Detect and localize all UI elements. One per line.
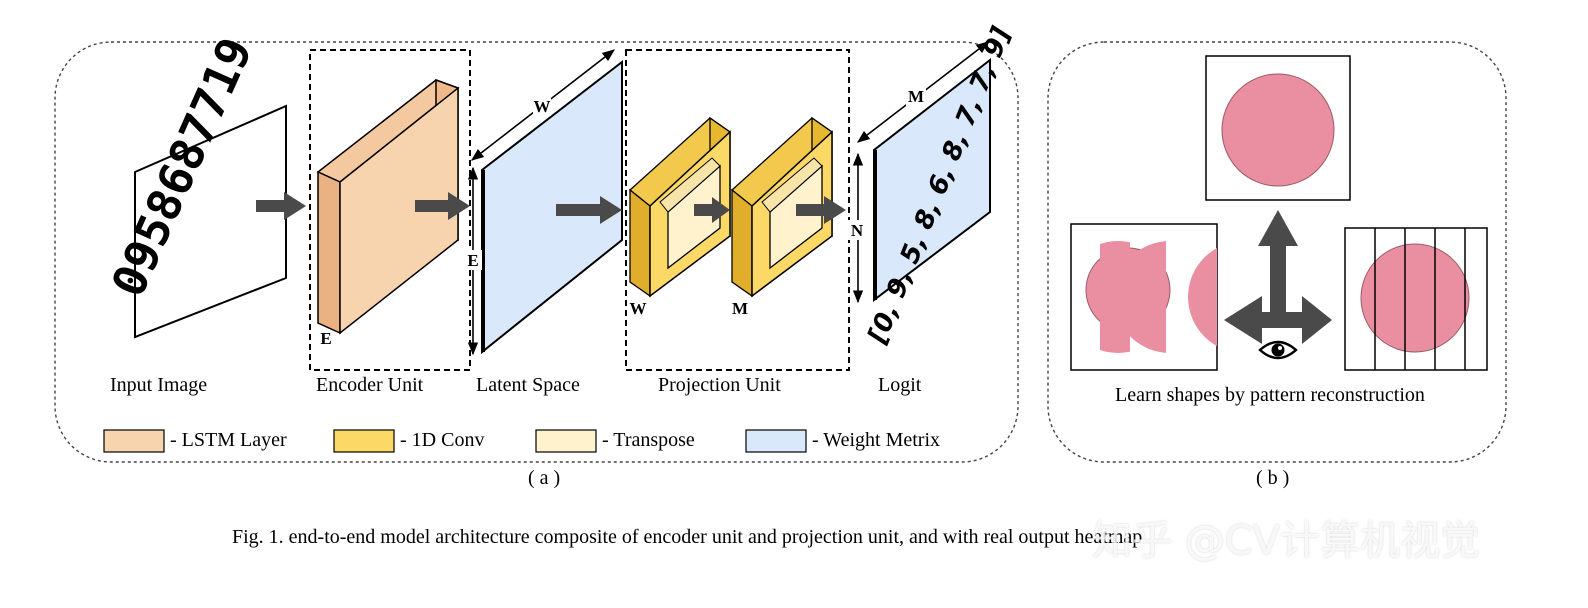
input-image: 0958687719 bbox=[101, 30, 287, 339]
legend-swatch-lstm bbox=[103, 429, 165, 453]
dim-label-m-logit: M bbox=[908, 87, 924, 106]
flow-arrows bbox=[256, 192, 846, 224]
three-way-arrow bbox=[1224, 210, 1332, 344]
flow-arrow-4 bbox=[694, 197, 730, 223]
flow-arrow-3 bbox=[556, 196, 622, 224]
projection-unit-box bbox=[625, 49, 850, 371]
panel-b-frame bbox=[1047, 41, 1507, 463]
eye-icon bbox=[1258, 340, 1298, 360]
panel-a-frame bbox=[54, 41, 1019, 463]
label-encoder-unit: Encoder Unit bbox=[316, 374, 424, 396]
legend-swatches bbox=[103, 429, 807, 453]
flow-arrow-1 bbox=[256, 192, 306, 220]
legend-label-transpose: - Transpose bbox=[602, 429, 695, 451]
label-latent-space: Latent Space bbox=[476, 374, 580, 396]
legend-label-weight: - Weight Metrix bbox=[812, 429, 940, 451]
dim-label-m-conv: M bbox=[732, 299, 748, 318]
dim-label-w-conv: W bbox=[630, 299, 647, 318]
legend-swatch-weight bbox=[745, 429, 807, 453]
legend-swatch-conv bbox=[333, 429, 395, 453]
figure-caption: Fig. 1. end-to-end model architecture co… bbox=[232, 526, 1143, 548]
watermark: 知乎 @CV计算机视觉 bbox=[1092, 518, 1481, 564]
flow-arrow-2 bbox=[415, 192, 470, 220]
panel-b-caption: Learn shapes by pattern reconstruction bbox=[1115, 384, 1425, 406]
label-logit: Logit bbox=[878, 374, 922, 396]
dim-label-w-latent: W bbox=[534, 97, 551, 116]
pattern-tile-left bbox=[1070, 223, 1218, 371]
legend-swatch-transpose bbox=[535, 429, 597, 453]
panel-a-sublabel: ( a ) bbox=[528, 467, 561, 489]
legend-label-conv: - 1D Conv bbox=[400, 429, 485, 451]
dim-label-e-encoder: E bbox=[320, 329, 331, 348]
legend-label-lstm: - LSTM Layer bbox=[170, 429, 287, 451]
conv-block-1 bbox=[628, 116, 732, 298]
label-input-image: Input Image bbox=[110, 374, 208, 396]
flow-arrow-5 bbox=[796, 196, 846, 224]
pattern-tile-top bbox=[1205, 55, 1351, 201]
label-projection-unit: Projection Unit bbox=[658, 374, 781, 396]
dim-label-n-logit: N bbox=[851, 221, 864, 240]
pattern-tile-right bbox=[1344, 227, 1488, 371]
dim-label-e-latent: E bbox=[467, 251, 478, 270]
panel-b-sublabel: ( b ) bbox=[1256, 467, 1290, 489]
